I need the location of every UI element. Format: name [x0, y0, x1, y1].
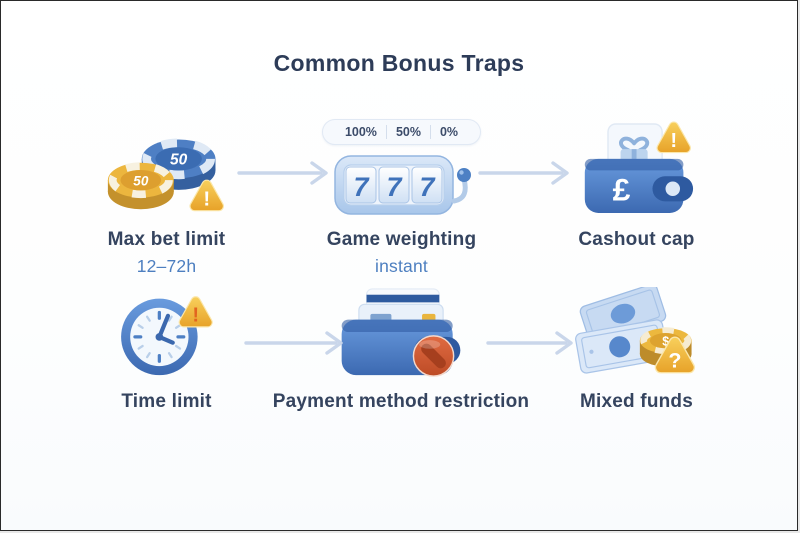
- item-label: Mixed funds: [579, 391, 694, 412]
- weight-value: 0%: [429, 125, 467, 139]
- item-label: Game weighting: [326, 229, 477, 250]
- gold-chip-icon: 50: [107, 162, 174, 210]
- arrow-right-icon: [243, 330, 351, 361]
- arrow-right-icon: [477, 160, 577, 191]
- item-game-weighting: 100% 50% 0% 7 7 7: [284, 113, 519, 277]
- item-label: Payment method restriction: [272, 391, 530, 412]
- svg-text:£: £: [612, 171, 630, 207]
- warning-triangle-icon: !: [188, 179, 224, 212]
- svg-text:!: !: [203, 188, 210, 210]
- svg-text:7: 7: [353, 172, 370, 202]
- clock-face: [120, 298, 198, 376]
- item-cashout-cap: £ ! Cashout cap: [519, 113, 754, 251]
- slot-machine-icon: 100% 50% 0% 7 7 7: [321, 113, 482, 217]
- item-label: Max bet limit: [107, 229, 226, 250]
- banknote-back: [579, 287, 666, 344]
- svg-text:!: !: [192, 305, 199, 327]
- warning-triangle-icon: !: [656, 121, 691, 154]
- arrow-right-icon: [485, 330, 581, 361]
- svg-text:$: $: [662, 334, 669, 348]
- svg-text:50: 50: [170, 152, 188, 169]
- item-label: Time limit: [121, 391, 212, 412]
- item-sublabel: instant: [375, 256, 428, 276]
- wallet-body: £: [584, 158, 693, 213]
- question-triangle-icon: ?: [654, 336, 695, 374]
- item-payment-method-restriction: Payment method restriction: [271, 287, 531, 413]
- slot-reels: 7 7 7: [345, 166, 442, 204]
- prohibition-sign-icon: [412, 335, 455, 377]
- svg-text:7: 7: [419, 172, 436, 202]
- svg-text:50: 50: [133, 173, 149, 188]
- arrow-right-icon: [236, 160, 336, 191]
- svg-text:?: ?: [668, 349, 681, 373]
- item-max-bet-limit: 50 50 ! Max bet limit 12–72h: [49, 113, 284, 277]
- poker-chips-warning-icon: 50 50 !: [104, 113, 230, 217]
- item-mixed-funds: $ ? Mixed funds: [519, 287, 754, 413]
- wallet-blocked-icon: [334, 287, 468, 379]
- clock-warning-icon: !: [115, 287, 219, 379]
- svg-text:7: 7: [386, 172, 403, 202]
- money-coins-question-icon: $ ?: [570, 287, 704, 379]
- slot-lever: [451, 168, 471, 204]
- weight-value: 100%: [344, 125, 377, 139]
- item-label: Cashout cap: [578, 229, 695, 250]
- item-sublabel: 12–72h: [136, 256, 197, 276]
- page-title: Common Bonus Traps: [273, 50, 525, 76]
- warning-triangle-icon: !: [178, 296, 213, 328]
- game-weights-badge: 100% 50% 0%: [321, 119, 482, 145]
- wallet-warning-icon: £ !: [579, 113, 695, 217]
- item-time-limit: ! Time limit: [49, 287, 284, 413]
- svg-text:!: !: [670, 130, 677, 152]
- weight-value: 50%: [385, 125, 430, 139]
